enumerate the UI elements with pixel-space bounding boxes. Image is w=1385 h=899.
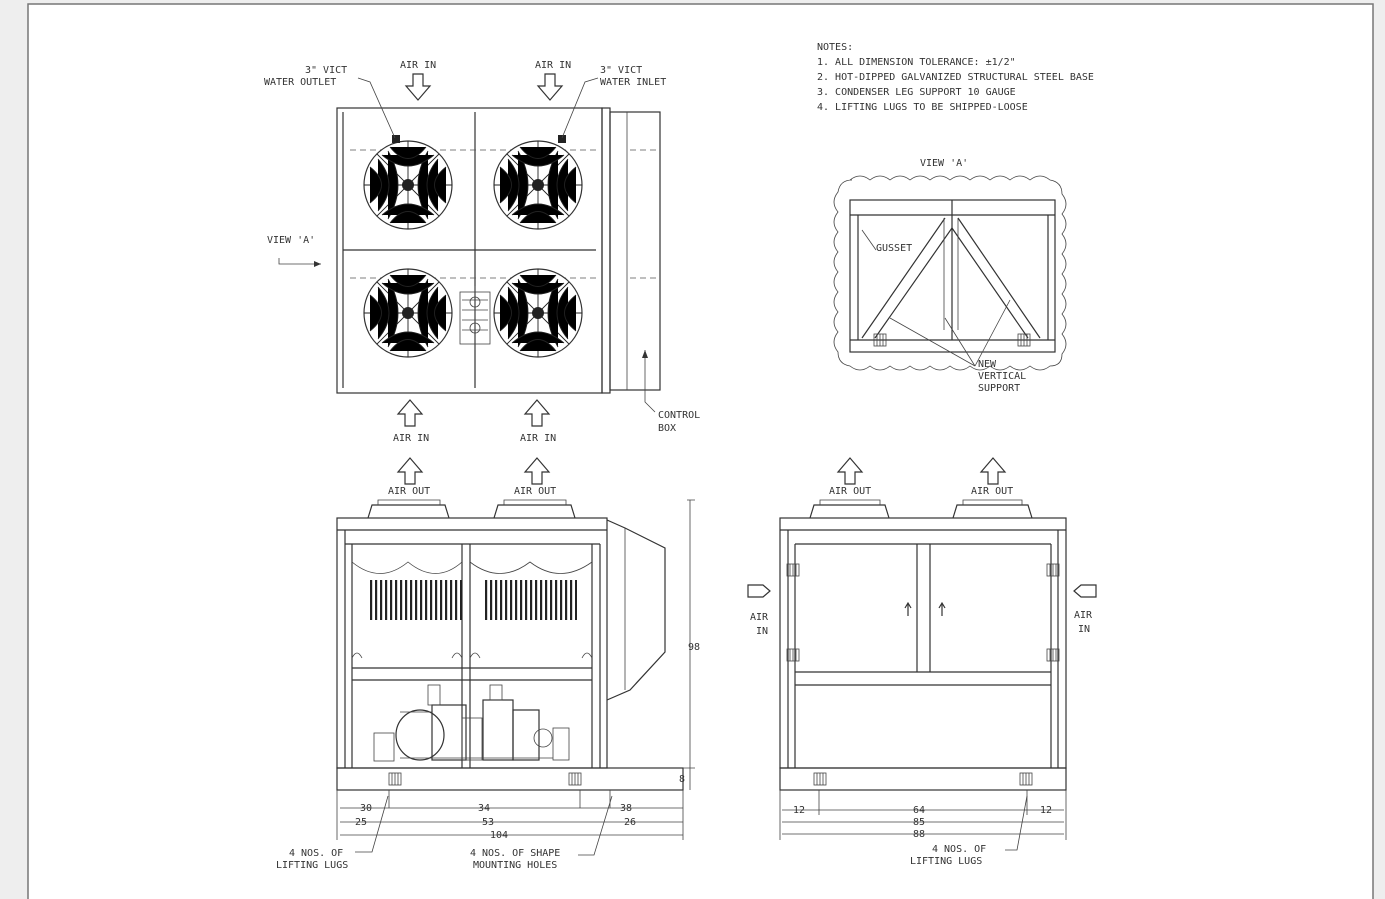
dimension-text: 64 [913,805,925,816]
lifting-lugs-label: 4 NOS. OF [932,844,986,855]
air-in-label: AIR IN [535,60,571,71]
piping-detail [459,286,491,350]
control-box-label: CONTROL [658,410,700,421]
air-in-label: AIR IN [520,433,556,444]
base-frame [336,767,684,791]
notes-heading: NOTES: [817,42,853,53]
vertical-support-label: NEW [978,359,997,370]
dimension-text: 88 [913,829,925,840]
fan-icon [363,268,453,358]
dimension-text: 53 [482,817,494,828]
side-elevation: AIR OUT AIR OUT [276,457,700,871]
air-in-label: IN [1078,624,1090,635]
mounting-holes-label: 4 NOS. OF SHAPE [470,848,560,859]
air-out-label: AIR OUT [514,486,556,497]
dimension-text: 25 [355,817,367,828]
lifting-lugs-label: 4 NOS. OF [289,848,343,859]
lifting-lugs-label: LIFTING LUGS [276,860,348,871]
base-frame [779,767,1067,791]
air-out-label: AIR OUT [829,486,871,497]
sheet-frame [27,3,1374,899]
right-arrow-icon [747,584,771,598]
air-in-label: IN [756,626,768,637]
height-dimension: 98 [688,642,700,653]
air-in-label: AIR [750,612,769,623]
vertical-support-label: SUPPORT [978,383,1020,394]
dimension-text: 12 [793,805,805,816]
fan-icon [493,268,583,358]
dimension-text: 30 [360,803,372,814]
control-box-label: BOX [658,423,676,434]
vertical-support-label: VERTICAL [978,371,1026,382]
water-inlet-label: 3" VICT [600,65,642,76]
coil-grille [368,580,462,620]
mounting-holes-label: MOUNTING HOLES [473,860,557,871]
gusset-label: GUSSET [876,243,912,254]
revision-cloud [833,175,1067,371]
dimension-text: 26 [624,817,636,828]
fan-icon [363,140,453,230]
air-out-label: AIR OUT [971,486,1013,497]
view-a-title: VIEW 'A' [920,158,968,169]
water-outlet-label: 3" VICT [305,65,347,76]
water-outlet-label: WATER OUTLET [264,77,336,88]
note-2: 2. HOT-DIPPED GALVANIZED STRUCTURAL STEE… [817,72,1094,83]
fan-icon [493,140,583,230]
coil-grille [485,580,577,620]
notes-block: NOTES: 1. ALL DIMENSION TOLERANCE: ±1/2"… [817,42,1094,113]
lifting-lugs-label: LIFTING LUGS [910,856,982,867]
air-out-label: AIR OUT [388,486,430,497]
water-inlet-label: WATER INLET [600,77,666,88]
dimension-text: 12 [1040,805,1052,816]
dimension-text: 104 [490,830,508,841]
dimension-text: 38 [620,803,632,814]
control-box-outline [609,111,661,391]
air-in-label: AIR [1074,610,1093,621]
air-in-label: AIR IN [393,433,429,444]
air-in-label: AIR IN [400,60,436,71]
base-height-dimension: 8 [679,774,685,785]
view-a-reference: VIEW 'A' [267,235,315,246]
view-a-detail: VIEW 'A' GUSSET NEW VERTICAL SUPPORT [833,158,1067,394]
note-3: 3. CONDENSER LEG SUPPORT 10 GAUGE [817,87,1016,98]
end-elevation: AIR OUT AIR OUT AIR IN AIR IN 12 64 12 8… [747,457,1097,867]
dimension-text: 85 [913,817,925,828]
left-arrow-icon [1073,584,1097,598]
compressor-assembly [373,684,570,762]
dimension-text: 34 [478,803,490,814]
note-1: 1. ALL DIMENSION TOLERANCE: ±1/2" [817,57,1016,68]
note-4: 4. LIFTING LUGS TO BE SHIPPED-LOOSE [817,102,1028,113]
plan-view: 3" VICT WATER OUTLET 3" VICT WATER INLET… [264,60,700,444]
